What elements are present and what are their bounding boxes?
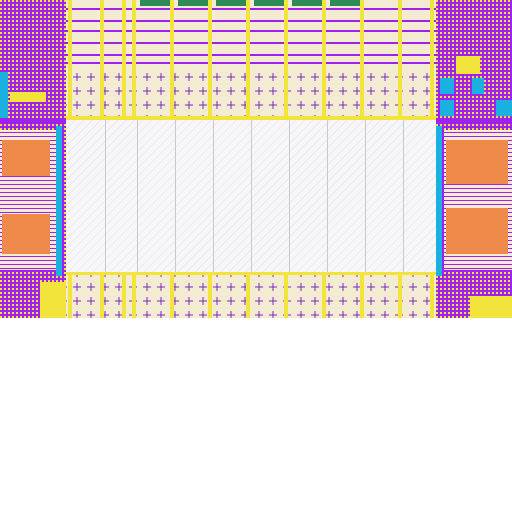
poly-stripe-bottom: [246, 272, 250, 318]
top-implant-strip: [330, 0, 360, 6]
right-edge-rail: [436, 126, 442, 276]
left-poly-bar: [10, 92, 46, 102]
poly-stripe-top: [360, 0, 364, 120]
top-routing-row: [66, 8, 436, 10]
core-column-line: [289, 120, 290, 272]
left-edge-rail: [56, 126, 62, 276]
left-diffusion-bottom: [2, 214, 50, 254]
bottom-band: [66, 272, 436, 318]
poly-stripe-bottom: [208, 272, 212, 318]
right-via-d: [496, 100, 512, 116]
core-column-line: [213, 120, 214, 272]
right-poly-block: [456, 56, 480, 74]
top-band: [66, 0, 436, 120]
poly-stripe-bottom: [360, 272, 364, 318]
poly-bar-top-edge: [66, 116, 436, 120]
poly-stripe-top: [170, 0, 174, 120]
top-implant-strip: [292, 0, 322, 6]
poly-stripe-top: [284, 0, 288, 120]
core-column-line: [403, 120, 404, 272]
poly-stripe-top: [132, 0, 136, 120]
poly-stripe-bottom: [170, 272, 174, 318]
poly-stripe-top: [398, 0, 402, 120]
poly-stripe-bottom: [430, 272, 434, 318]
top-routing-row: [66, 54, 436, 56]
top-implant-strip: [216, 0, 246, 6]
core-column-line: [251, 120, 252, 272]
top-cross-field: [66, 68, 436, 120]
left-via-block: [0, 72, 8, 118]
poly-stripe-bottom: [122, 272, 126, 318]
poly-stripe-top: [430, 0, 434, 120]
right-via-a: [440, 78, 454, 94]
right-diffusion-bottom: [446, 208, 508, 254]
right-logic-block: [436, 0, 512, 318]
poly-bar-bottom-edge: [66, 272, 436, 275]
left-power-rail: [0, 120, 66, 124]
core-column-line: [365, 120, 366, 272]
right-bottom-poly: [470, 296, 512, 318]
core-column-line: [137, 120, 138, 272]
poly-stripe-top: [208, 0, 212, 120]
poly-stripe-top: [122, 0, 126, 120]
empty-canvas-area: [0, 318, 512, 512]
poly-column-stripes: [66, 0, 436, 318]
top-routing-row: [66, 30, 436, 32]
right-power-rail: [436, 120, 512, 124]
bottom-cross-field: [66, 272, 436, 318]
poly-stripe-top: [68, 0, 72, 120]
poly-stripe-bottom: [284, 272, 288, 318]
poly-stripe-bottom: [322, 272, 326, 318]
center-array: [66, 120, 436, 272]
core-column-line: [105, 120, 106, 272]
top-routing-rows: [66, 8, 436, 64]
top-implant-strips: [140, 0, 360, 6]
top-routing-row: [66, 20, 436, 22]
poly-stripe-bottom: [132, 272, 136, 318]
left-logic-block: [0, 0, 66, 318]
top-routing-row: [66, 62, 436, 64]
top-routing-row: [66, 42, 436, 44]
poly-stripe-top: [322, 0, 326, 120]
core-column-lines: [105, 120, 404, 272]
right-via-c: [440, 100, 454, 116]
poly-stripe-bottom: [68, 272, 72, 318]
top-implant-strip: [140, 0, 170, 6]
poly-stripe-bottom: [100, 272, 104, 318]
poly-stripe-top: [246, 0, 250, 120]
core-column-line: [327, 120, 328, 272]
right-via-b: [472, 78, 484, 94]
left-bottom-poly: [40, 282, 66, 318]
left-diffusion-top: [2, 140, 50, 176]
poly-stripe-top: [100, 0, 104, 120]
top-implant-strip: [254, 0, 284, 6]
right-diffusion-top: [446, 140, 508, 184]
layout-view: [0, 0, 512, 318]
top-implant-strip: [178, 0, 208, 6]
poly-stripe-bottom: [398, 272, 402, 318]
core-column-line: [175, 120, 176, 272]
